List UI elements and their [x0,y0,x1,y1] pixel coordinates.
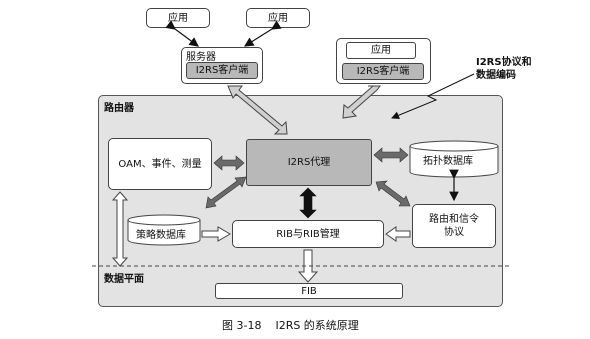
router-title: 路由器 [104,103,134,114]
arrow-policy-rib [201,226,231,242]
arrow-app-right-server [243,20,282,47]
routing-protocols-box: 路由和信令 协议 [412,204,496,248]
protocol-note: I2RS协议和 数据编码 [476,57,532,81]
topology-db-label: 拓扑数据库 [423,154,473,167]
i2rs-agent-box: I2RS代理 [246,139,372,186]
figure-caption: 图 3-18 I2RS 的系统原理 [222,319,359,332]
server-i2rs-client: I2RS客户端 [186,62,258,79]
data-plane-label: 数据平面 [104,274,144,285]
right-i2rs-client: I2RS客户端 [342,63,424,80]
protocol-lightning-arrow [391,73,475,120]
rib-manager-box: RIB与RIB管理 [232,220,384,248]
server-title: 服务器 [186,52,216,63]
policy-db-cylinder [127,214,201,246]
arrow-routing-rib [385,226,411,242]
arrow-app-left-server [165,20,199,47]
policy-db-label: 策略数据库 [136,228,186,241]
arrow-agent-policy [205,176,247,209]
arrow-server-agent [227,85,288,135]
oam-box: OAM、事件、测量 [108,138,212,190]
arrow-agent-rib [299,187,317,219]
arrow-rib-fib [297,249,319,283]
arrow-oam-dataplane [111,191,129,267]
arrow-right-client-agent [342,85,381,119]
fib-box: FIB [215,283,403,299]
arrow-oam-agent [213,155,245,171]
arrow-agent-topology [373,147,409,163]
right-app-box: 应用 [346,42,416,59]
arrow-agent-routing [375,180,411,207]
